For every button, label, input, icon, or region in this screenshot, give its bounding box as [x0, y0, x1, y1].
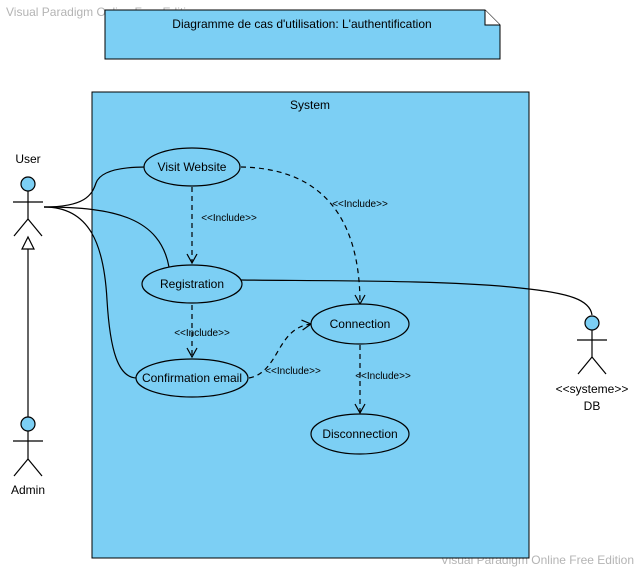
- actor-db[interactable]: <<systeme>> DB: [556, 315, 629, 413]
- use-case-connection[interactable]: Connection: [310, 303, 410, 345]
- generalization-admin-user: [21, 235, 35, 417]
- assoc-user-registration: [43, 206, 170, 268]
- actor-admin-name: Admin: [11, 483, 45, 497]
- use-case-confirmation-email-label: Confirmation email: [142, 371, 242, 385]
- use-case-visit-website-label: Visit Website: [158, 160, 227, 174]
- note-title: Diagramme de cas d'utilisation: L'authen…: [172, 17, 431, 31]
- actor-db-name: DB: [584, 399, 601, 413]
- system-label: System: [290, 98, 330, 112]
- use-case-visit-website[interactable]: Visit Website: [143, 147, 241, 187]
- actor-user-body-icon: [13, 191, 43, 237]
- actor-admin[interactable]: Admin: [11, 416, 45, 497]
- use-case-disconnection[interactable]: Disconnection: [310, 413, 410, 455]
- associations: [43, 166, 593, 379]
- actor-user[interactable]: User: [13, 152, 43, 237]
- assoc-user-visit: [43, 166, 147, 208]
- actor-admin-head-icon: [20, 416, 36, 432]
- use-case-disconnection-label: Disconnection: [322, 427, 397, 441]
- actor-db-head-icon: [584, 315, 600, 331]
- include-label-visit-connection: <<Include>>: [332, 199, 388, 210]
- include-label-connection-disconnection: <<Include>>: [355, 371, 411, 382]
- use-case-connection-label: Connection: [330, 317, 391, 331]
- include-label-confirmation-connection: <<Include>>: [265, 366, 321, 377]
- actor-user-head-icon: [20, 176, 36, 192]
- use-case-registration[interactable]: Registration: [141, 264, 243, 304]
- include-label-visit-registration: <<Include>>: [201, 213, 257, 224]
- include-label-registration-confirmation: <<Include>>: [174, 328, 230, 339]
- assoc-user-confirmation: [43, 206, 138, 379]
- include-confirmation-connection: [248, 319, 313, 379]
- actor-db-body-icon: [577, 330, 607, 375]
- include-visit-connection: [240, 166, 366, 306]
- title-note: Diagramme de cas d'utilisation: L'authen…: [104, 9, 501, 60]
- actor-db-stereotype: <<systeme>>: [556, 382, 629, 396]
- actor-admin-body-icon: [13, 431, 43, 477]
- assoc-registration-db: [240, 279, 593, 316]
- include-dependencies: [186, 166, 366, 415]
- use-case-registration-label: Registration: [160, 277, 224, 291]
- actor-user-name: User: [15, 152, 40, 166]
- use-case-confirmation-email[interactable]: Confirmation email: [135, 358, 249, 398]
